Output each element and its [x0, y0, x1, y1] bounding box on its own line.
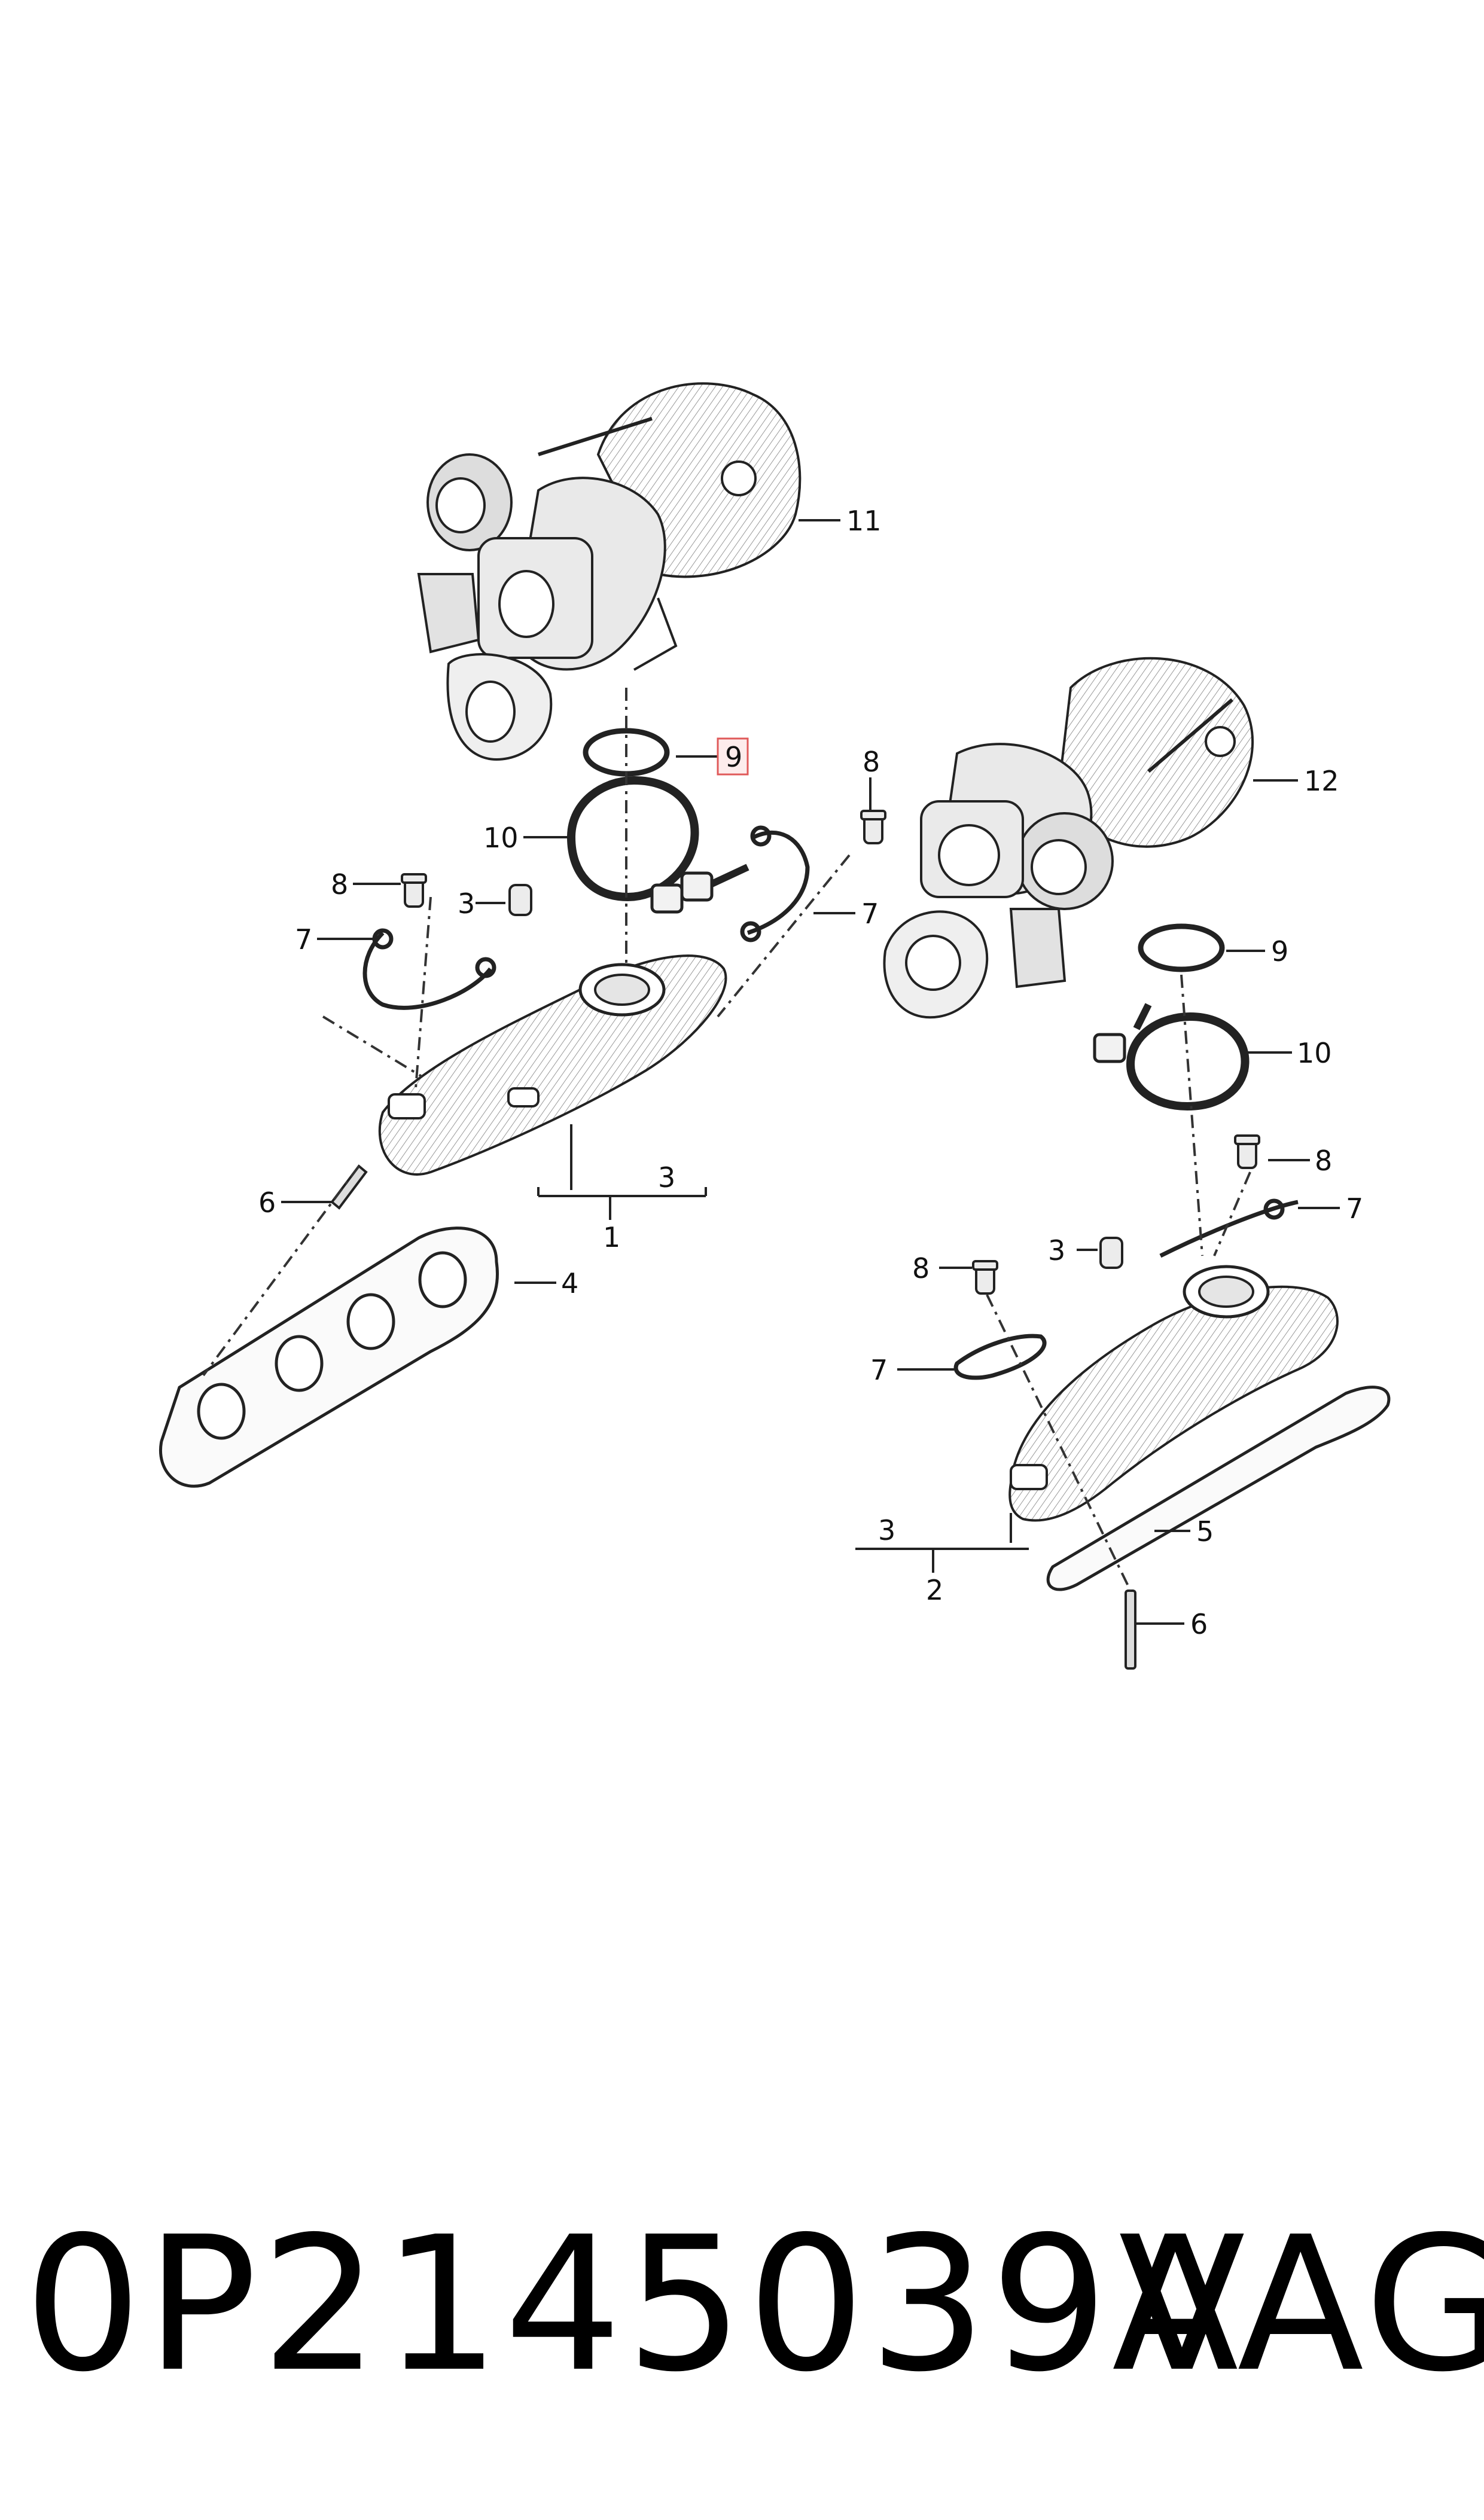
callout-1: 1: [603, 1221, 620, 1253]
callout-6-right: 6: [1190, 1608, 1208, 1640]
part-number: 0P2145039A: [24, 2197, 1242, 2413]
exploded-parts-diagram: 11 9 10 8 8 3 7 7 6 4 3 1 12 9 10 8 7 3 …: [159, 382, 1391, 1670]
callout-8-left-a: 8: [331, 868, 348, 901]
bolt-left-b: [860, 810, 886, 844]
callout-10-left: 10: [483, 822, 519, 854]
callout-9-right: 9: [1271, 935, 1288, 968]
callout-5: 5: [1196, 1515, 1214, 1548]
sleeve-left: [508, 884, 532, 916]
callout-10-right: 10: [1297, 1037, 1332, 1069]
exhaust-manifold-right: [1008, 1265, 1339, 1522]
seal-ring-right: [1138, 923, 1225, 972]
callout-12: 12: [1304, 765, 1339, 797]
callout-9-highlight-box: [717, 737, 749, 776]
exhaust-manifold-left: [378, 954, 727, 1176]
manifold-gasket-left: [159, 1227, 499, 1488]
bolt-right-b: [972, 1260, 998, 1295]
brand-name: VAG: [1119, 2197, 1484, 2413]
callout-8-right-b: 8: [912, 1252, 930, 1285]
sleeve-right: [1099, 1237, 1123, 1269]
callout-8-right-a: 8: [1315, 1145, 1332, 1177]
gasket-right-b: [953, 1334, 1047, 1380]
callout-leaders: [281, 519, 1340, 1625]
callout-4: 4: [561, 1267, 578, 1299]
callout-7-left-b: 7: [861, 898, 879, 930]
callout-7-right-a: 7: [1346, 1192, 1363, 1225]
turbocharger-right: [883, 657, 1254, 1019]
callout-3-left-sub: 3: [658, 1161, 675, 1194]
gasket-right-a: [1159, 1198, 1299, 1258]
callout-9-left: 9: [725, 741, 742, 773]
alignment-lines: [202, 688, 1251, 1591]
v-band-clamp-left: [566, 776, 749, 914]
callout-6-left: 6: [258, 1186, 276, 1219]
callout-7-left-a: 7: [295, 923, 312, 956]
turbocharger-left: [417, 382, 802, 761]
callout-7-right-b: 7: [870, 1354, 888, 1386]
manifold-gasket-right: [1046, 1386, 1391, 1591]
callout-3-right-sub: 3: [878, 1514, 895, 1546]
stud-left: [330, 1164, 368, 1210]
gasket-left-a: [362, 928, 496, 1010]
callout-8-left-b: 8: [863, 746, 880, 778]
bolt-left-a: [401, 873, 427, 908]
callout-11: 11: [846, 505, 882, 537]
v-band-clamp-right: [1093, 1003, 1250, 1111]
callout-2: 2: [926, 1574, 943, 1606]
callout-3-right: 3: [1048, 1234, 1065, 1267]
gasket-left-b: [740, 825, 810, 942]
callout-3-left: 3: [458, 887, 475, 920]
bolt-right-a: [1234, 1134, 1260, 1169]
stud-right: [1125, 1590, 1136, 1670]
